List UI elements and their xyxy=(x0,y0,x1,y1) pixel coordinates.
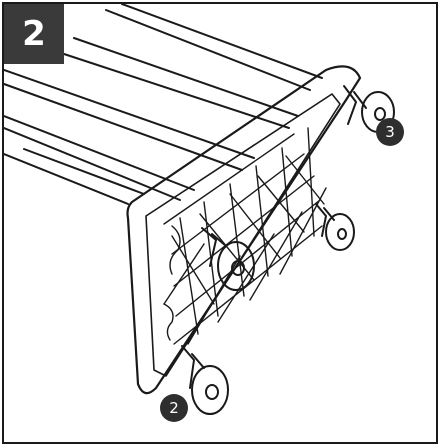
callout-marker-2: 2 xyxy=(160,394,188,422)
step-number-badge: 2 xyxy=(4,4,64,64)
instruction-panel: 2 xyxy=(2,2,438,444)
rail-upper xyxy=(63,37,299,129)
caster-fork xyxy=(181,345,205,389)
rail-bottom xyxy=(4,148,145,205)
rail-top xyxy=(105,4,323,91)
end-panel-outline xyxy=(126,65,362,395)
caster-wheel xyxy=(191,365,229,415)
caster-hub xyxy=(205,384,219,400)
rail-middle xyxy=(4,69,255,171)
caster-fork xyxy=(201,227,227,267)
caster-wheel xyxy=(217,241,255,291)
caster-middle-left xyxy=(201,227,255,291)
frame-rails xyxy=(4,4,323,205)
callout-marker-3: 3 xyxy=(376,118,404,146)
base-lattice xyxy=(163,127,327,345)
caster-hub xyxy=(374,107,386,121)
caster-middle-right xyxy=(315,203,355,251)
caster-lower xyxy=(181,345,229,415)
end-panel xyxy=(126,65,362,395)
caster-upper-right xyxy=(343,85,395,133)
end-panel-inner-edge xyxy=(145,93,341,377)
cart-assembly-illustration xyxy=(4,4,395,415)
rail-lower xyxy=(4,115,195,201)
caster-hub xyxy=(231,260,245,276)
caster-fork xyxy=(315,203,335,237)
caster-wheel xyxy=(325,213,355,251)
caster-hub xyxy=(337,228,347,240)
caster-fork xyxy=(343,85,367,125)
